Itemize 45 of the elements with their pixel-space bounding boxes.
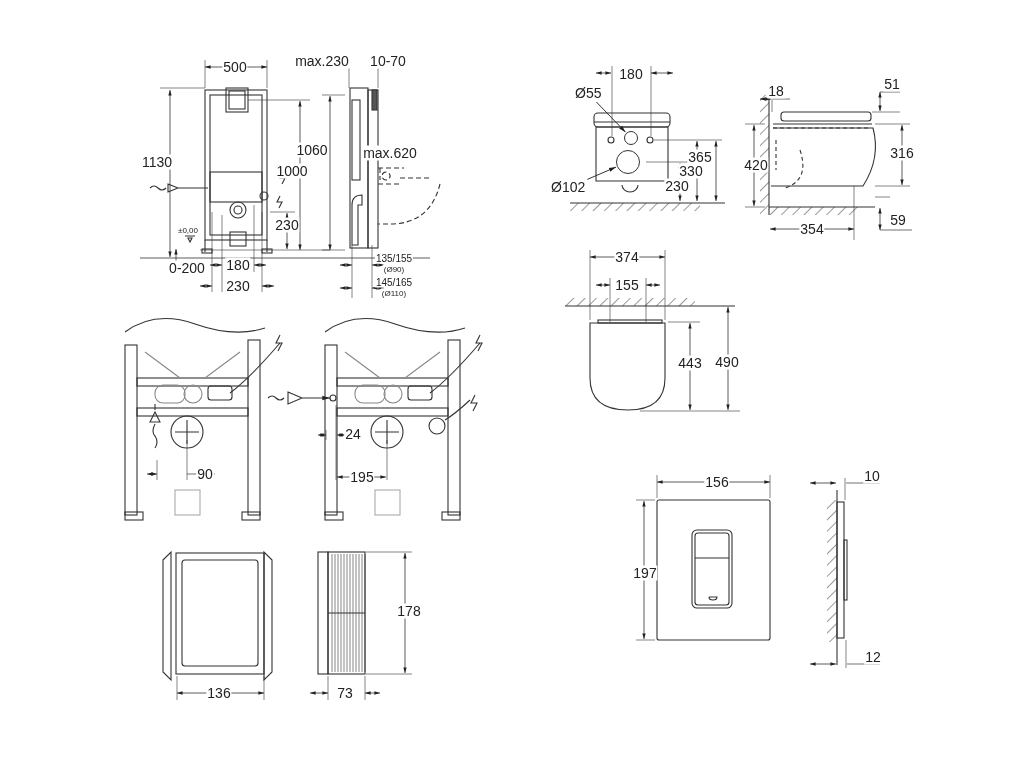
dimension-label: 135/155 — [374, 252, 414, 264]
dimension-label: 51 — [883, 76, 901, 92]
dimension-label: 18 — [767, 83, 785, 99]
dimension-label: 230 — [225, 278, 251, 294]
dimension-label: 0-200 — [168, 260, 206, 276]
mounting-hole — [624, 131, 638, 145]
dimension-label: ±0,00 — [177, 225, 199, 235]
dimension-label: 180 — [618, 66, 644, 82]
drain-outlet — [616, 150, 640, 174]
leader-line — [595, 101, 626, 133]
dimension-label: 443 — [677, 355, 703, 371]
dimension-label: 10 — [863, 468, 881, 484]
dimension-label: 374 — [614, 249, 640, 265]
dimension-label: 500 — [222, 59, 248, 75]
dimension-label: 316 — [889, 145, 915, 161]
dimension-label: 1000 — [275, 163, 309, 179]
dimension-label: 12 — [864, 649, 882, 665]
dimension-label: 1130 — [140, 154, 174, 170]
dimension-label: 230 — [274, 217, 300, 233]
dimension-label: (Ø90) — [382, 264, 406, 274]
dimension-label: 73 — [336, 685, 354, 701]
diameter-label: Ø102 — [550, 180, 587, 195]
dimension-label: 10-70 — [369, 53, 407, 69]
dimension-label: 197 — [632, 565, 658, 581]
dimension-label: 365 — [687, 149, 713, 165]
dimension-label: 330 — [678, 163, 704, 179]
dimension-label: 1060 — [295, 142, 329, 158]
dimension-label: 354 — [799, 221, 825, 237]
dimension-label: max.230 — [294, 53, 350, 69]
dimension-label: 24 — [344, 426, 362, 442]
dimension-label: 136 — [206, 685, 232, 701]
dimension-label: 145/165 — [374, 276, 414, 288]
diameter-label: Ø55 — [574, 86, 603, 101]
dimension-label: 90 — [196, 466, 214, 482]
dimension-label: (Ø110) — [380, 288, 408, 298]
dimension-label: 420 — [743, 157, 769, 173]
dimension-label: 195 — [349, 469, 375, 485]
dimension-label: 155 — [614, 277, 640, 293]
dimension-label: max.620 — [362, 145, 418, 161]
dimension-label: 178 — [396, 603, 422, 619]
dimension-label: 59 — [889, 212, 907, 228]
dimension-label: 490 — [714, 354, 740, 370]
dimension-label: 180 — [225, 257, 251, 273]
dimension-label: 156 — [704, 474, 730, 490]
dimension-label: 230 — [664, 178, 690, 194]
